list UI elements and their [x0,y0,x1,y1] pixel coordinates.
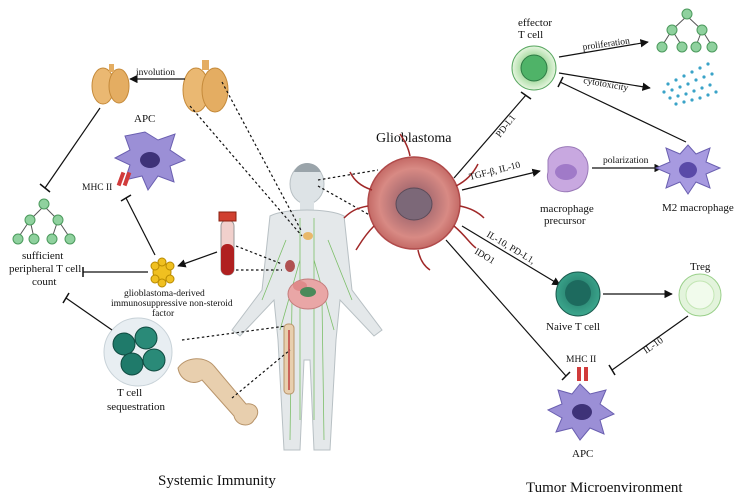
mhc-right-icon [577,367,588,381]
mhc-right-label: MHC II [566,355,596,365]
treg-icon [678,273,722,317]
tcell-tree-right-icon [656,8,718,53]
naive-tcell-icon [555,271,601,317]
sufficient-label: sufficient peripheral T cell count [9,250,84,288]
effector-label: effector T cell [518,17,555,41]
glioblastoma-label: Glioblastoma [376,131,452,146]
involution-label: involution [136,68,175,78]
m2-inhibit-line [559,81,687,143]
apc-right-inhibit-line [445,239,567,377]
factor-icon [150,257,175,288]
apc-inhibit-line [125,197,156,256]
thymus-inhibit-line [44,107,101,189]
factor-label: glioblastoma-derived immunosuppressive n… [111,289,235,319]
pdl1-inhibit-line [453,94,527,179]
mhc-left-icon [116,171,132,187]
bone-icon [177,358,259,426]
macrophage-precursor-icon [546,146,589,193]
cytotoxicity-arrow [558,72,651,91]
m2-macrophage-icon [654,144,722,195]
human-body-icon [231,163,383,451]
polarization-label: polarization [603,156,649,166]
thymus-small-icon [91,64,130,105]
thymus-large-icon [182,60,229,113]
cytotoxic-dots-icon [662,62,718,106]
tcell-tree-left-icon [12,198,76,245]
apc-left-icon [113,131,187,192]
proliferation-label: proliferation [582,35,631,53]
il10-inhibit-line [611,315,689,371]
glioblastoma-icon [343,133,485,271]
blood-tube-icon [218,211,237,276]
systemic-immunity-label: Systemic Immunity [158,473,276,489]
apc-left-label: APC [134,113,155,125]
cytotoxicity-label: cytotoxicity [582,76,629,94]
sequestration-inhibit-line [65,297,113,331]
tgf-label: TGF-β, IL-10 [468,160,521,182]
il10-pdl1-arrow [461,225,561,286]
effector-tcell-icon [511,45,557,91]
tube-to-factor-arrow [177,251,218,268]
mhc-left-label: MHC II [82,183,112,193]
sequestration-label: T cell sequestration [107,387,166,413]
proliferation-arrow [558,39,649,58]
apc-right-icon [546,383,616,441]
tumor-microenvironment-label: Tumor Microenvironment [526,480,683,496]
ido1-label: IDO1 [472,247,496,267]
il10-label: IL-10 [642,336,666,357]
tcell-cluster-icon [103,317,173,387]
treg-label: Treg [690,261,711,273]
macrophage-precursor-label: macrophage precursor [540,203,597,227]
m2-macrophage-label: M2 macrophage [662,202,734,214]
naive-tcell-label: Naive T cell [546,321,600,333]
apc-right-label: APC [572,448,593,460]
tgf-arrow [461,168,541,191]
